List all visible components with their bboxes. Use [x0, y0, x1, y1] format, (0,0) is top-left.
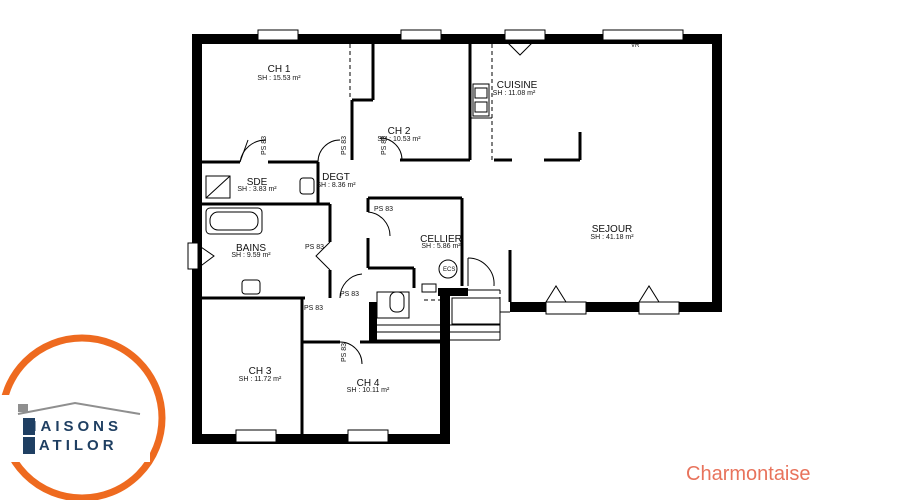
- room-name-degt: DEGT: [322, 172, 350, 183]
- logo-line2: BATILOR: [24, 437, 118, 454]
- ps83-sde: PS 83: [261, 136, 268, 155]
- room-name-ch1: CH 1: [268, 64, 291, 75]
- room-area-ch4: SH : 10.11 m²: [347, 387, 390, 394]
- ps83-ch1: PS 83: [341, 136, 348, 155]
- fixtures: [205, 83, 492, 313]
- ecs-mark: ECS: [443, 267, 455, 273]
- maisons-batilor-logo: MAISONS BATILOR: [0, 334, 166, 500]
- room-name-cellier: CELLIER: [420, 234, 462, 245]
- ps83-degt: PS 83: [340, 291, 359, 298]
- bains-sink: [241, 279, 261, 295]
- room-labels: CH 1 SH : 15.53 m² CH 2 SH : 10.53 m² CU…: [231, 64, 634, 394]
- model-name: Charmontaise: [686, 463, 811, 485]
- room-area-bains: SH : 9.59 m²: [231, 252, 271, 259]
- room-name-bains: BAINS: [236, 243, 266, 254]
- room-name-sejour: SEJOUR: [592, 224, 633, 235]
- room-area-ch2: SH : 10.53 m²: [377, 136, 421, 143]
- closet-marks: PS 83 PS 83 PS 83 PS 83 PS 83 PS 83 PS 8…: [261, 43, 640, 362]
- ps83-bains: PS 83: [305, 244, 324, 251]
- dashed-lines: [349, 44, 501, 301]
- sde-sink: [299, 177, 315, 195]
- room-area-cellier: SH : 5.86 m²: [421, 243, 461, 250]
- vr-mark: VR: [631, 43, 640, 49]
- thin-walls: [376, 289, 510, 341]
- ps83-ch3: PS 83: [304, 305, 323, 312]
- water-heater: [438, 259, 458, 279]
- bathtub: [205, 207, 263, 235]
- doors: [197, 39, 660, 365]
- toilet: [389, 291, 405, 313]
- interior-walls: [202, 44, 582, 434]
- logo-line1: MAISONS: [24, 418, 122, 435]
- ps83-ch4: PS 83: [341, 343, 348, 362]
- ps83-cellier: PS 83: [374, 206, 393, 213]
- exterior-walls: [192, 34, 722, 444]
- room-area-degt: SH : 8.36 m²: [316, 182, 356, 189]
- room-area-sde: SH : 3.83 m²: [237, 186, 277, 193]
- room-name-sde: SDE: [247, 177, 268, 188]
- kitchen-sink: [472, 83, 490, 117]
- shower: [205, 175, 231, 199]
- room-name-ch3: CH 3: [249, 366, 272, 377]
- room-area-ch1: SH : 15.53 m²: [257, 75, 301, 82]
- room-area-cuisine: SH : 11.08 m²: [493, 90, 536, 97]
- room-name-cuisine: CUISINE: [497, 80, 538, 91]
- room-name-ch2: CH 2: [388, 126, 411, 137]
- room-area-sejour: SH : 41.18 m²: [590, 234, 634, 241]
- room-name-ch4: CH 4: [357, 378, 380, 389]
- ps83-ch2: PS 83: [381, 136, 388, 155]
- room-area-ch3: SH : 11.72 m²: [239, 376, 282, 383]
- windows: [187, 29, 684, 443]
